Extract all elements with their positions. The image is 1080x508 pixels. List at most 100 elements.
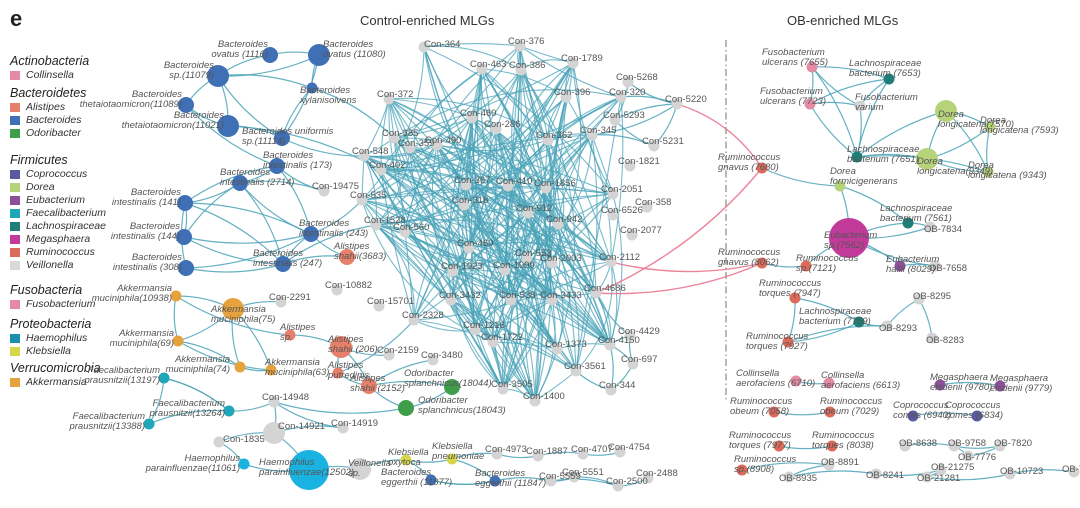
- node-label-line: Odoribacter: [404, 368, 454, 379]
- node-id-label: Con-5293: [603, 110, 645, 121]
- node-id-label: Con-376: [508, 36, 544, 47]
- node-label-line: Con-367: [454, 175, 490, 186]
- node-label-line: Fusobacterium: [855, 92, 918, 103]
- legend-genus-label: Fusobacterium: [26, 298, 96, 310]
- node-unclassified: [823, 459, 835, 471]
- node-label-line: torques (8038): [812, 440, 874, 451]
- node-label-line: Con-318: [452, 195, 488, 206]
- node-bacteroides: [176, 229, 192, 245]
- legend-swatch: [10, 129, 20, 138]
- node-label-line: Akkermansia: [116, 283, 172, 294]
- node-label-line: Bacteroides: [300, 85, 350, 96]
- node-label-line: pneumoniae: [431, 451, 484, 462]
- network-edge: [839, 185, 909, 224]
- node-unclassified: [427, 354, 439, 366]
- node-label-line: intestinalis (144): [111, 231, 180, 242]
- node-label-line: Bacteroides: [263, 150, 313, 161]
- node-label-line: Con-4150: [598, 335, 640, 346]
- node-unclassified: [399, 226, 411, 238]
- node-ruminococcus: [768, 406, 780, 418]
- node-label-line: Dorea: [968, 160, 994, 171]
- legend-genus-label: Akkermansia: [26, 376, 87, 388]
- node-unclassified: [263, 422, 285, 444]
- network-edge: [519, 45, 547, 402]
- node-id-label: Con-2112: [599, 252, 640, 263]
- network-edge: [163, 377, 230, 412]
- network-edge: [404, 231, 504, 390]
- node-label-line: sp.(7562): [824, 240, 864, 251]
- node-label-line: Haemophilus: [185, 453, 241, 464]
- node-alistipes: [284, 329, 296, 341]
- network-edge: [471, 117, 547, 189]
- node-label-line: Bacteroides: [164, 60, 214, 71]
- network-edge: [337, 319, 415, 374]
- node-bacteroides: [232, 175, 248, 191]
- network-edge: [809, 78, 890, 105]
- node-id-label: OB-7834: [924, 224, 962, 235]
- node-unclassified: [924, 221, 936, 233]
- node-lachnospiraceae: [853, 316, 865, 328]
- node-label-line: ovatus (11080): [323, 49, 386, 60]
- node-id-label: Con-3432: [439, 290, 481, 301]
- node-id-label: Con-1887: [526, 446, 568, 457]
- node-unclassified: [373, 300, 385, 312]
- node-id-label: Con-358: [635, 197, 671, 208]
- node-eubacterium: [934, 379, 946, 391]
- node-id-label: Con-396: [554, 87, 590, 98]
- network-edge: [575, 134, 598, 372]
- node-label-line: sp.(7121): [796, 263, 836, 274]
- node-label-line: muciniphila(10938): [92, 293, 172, 304]
- node-unclassified: [521, 252, 533, 264]
- network-edge: [450, 96, 622, 301]
- node-id-label: Con-367: [454, 175, 490, 186]
- node-id-label: OB-21281: [917, 473, 960, 484]
- network-edge: [471, 117, 597, 294]
- node-unclassified: [624, 330, 636, 342]
- legend-genus-label: Coprococcus: [26, 168, 88, 180]
- network-edge: [609, 261, 618, 346]
- node-klebsiella: [446, 453, 458, 465]
- node-label-line: Bacteroides uniformis: [242, 126, 334, 137]
- node-label-line: Ruminococcus: [718, 247, 781, 258]
- network-edge: [183, 182, 241, 238]
- network-edge: [282, 224, 377, 265]
- node-unclassified: [514, 40, 526, 52]
- node-id-label: Con-362: [536, 130, 572, 141]
- node-id-label: Con-1722: [481, 332, 523, 343]
- node-unclassified: [1004, 468, 1016, 480]
- node-label-line: OB-8638: [899, 438, 937, 449]
- network-edge: [519, 45, 622, 98]
- node-id-label: Con-2500: [606, 476, 648, 487]
- node-id-label: Con-942: [546, 214, 582, 225]
- node-label-line: Bacteroides: [253, 248, 303, 259]
- node-label-line: sp.(8908): [734, 464, 774, 475]
- panel-label: e: [10, 6, 23, 31]
- node-id-label: Con-10882: [325, 280, 372, 291]
- node-id-label: Con-14919: [331, 418, 378, 429]
- node-label-line: Bacteroides: [130, 221, 180, 232]
- network-edge: [217, 54, 320, 77]
- node-unclassified: [445, 294, 457, 306]
- node-eubacterium: [894, 260, 906, 272]
- node-label-line: Eubacterium: [824, 230, 877, 241]
- node-label-line: Alistipes: [327, 334, 364, 345]
- node-unclassified: [605, 256, 617, 268]
- node-id-label: Con-4754: [608, 442, 650, 453]
- node-label-line: longicatena(9349): [917, 166, 993, 177]
- node-unclassified: [607, 209, 619, 221]
- node-bacteroides: [178, 260, 194, 276]
- node-id-label: Con-5220: [665, 94, 707, 105]
